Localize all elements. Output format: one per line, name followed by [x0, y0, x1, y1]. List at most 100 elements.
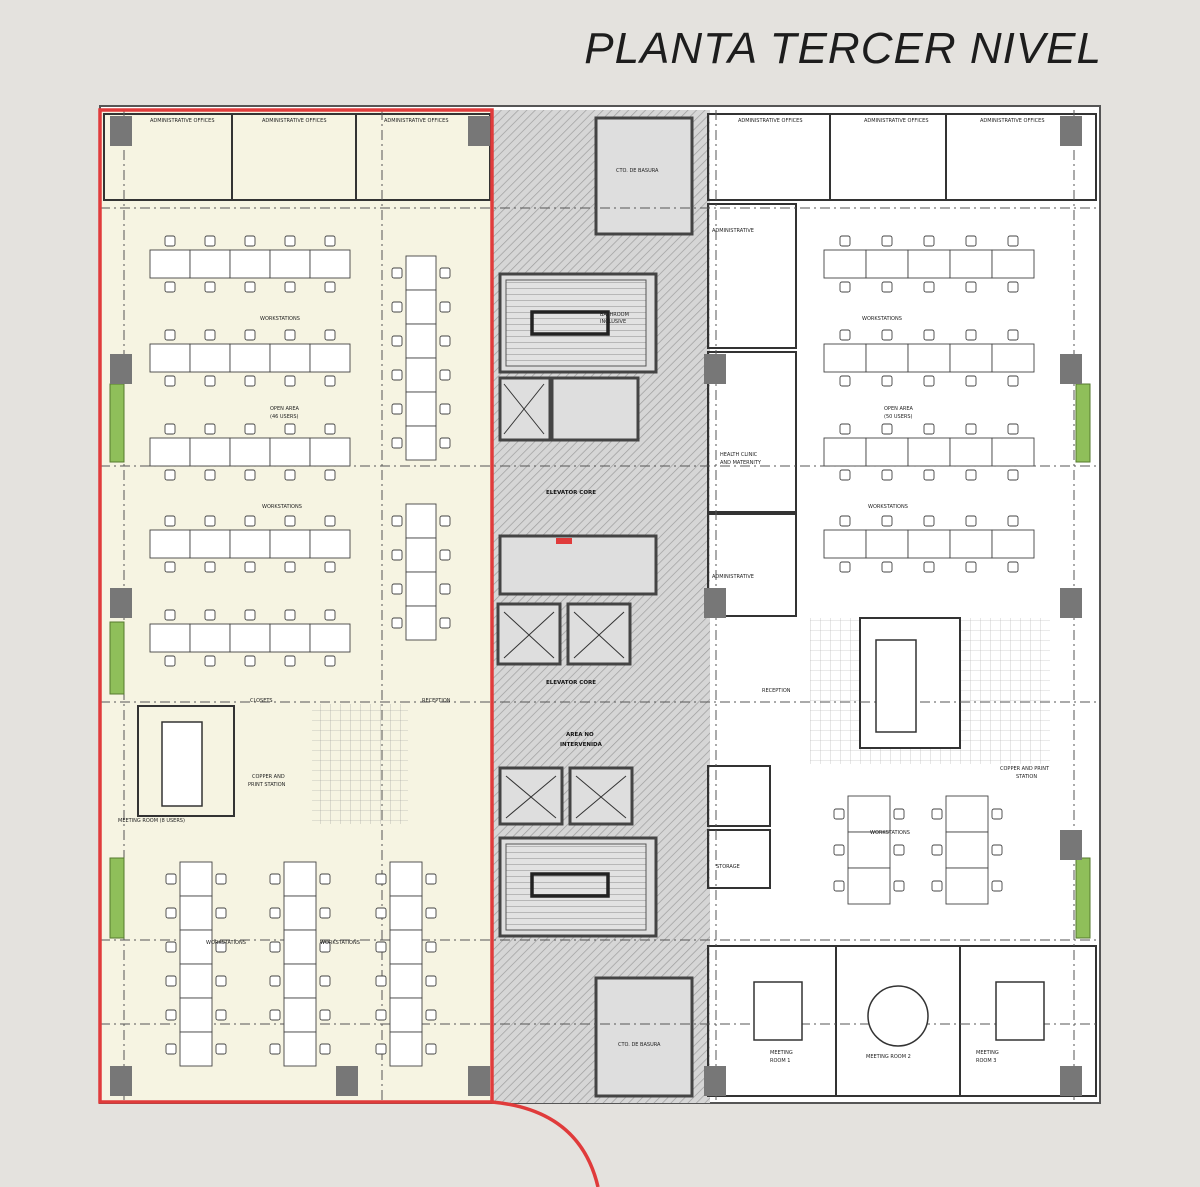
chair: [425, 907, 437, 919]
chair: [244, 561, 256, 573]
chair: [215, 907, 227, 919]
chair: [204, 609, 216, 621]
column: [110, 354, 132, 384]
svg-text:MEETING ROOM 2: MEETING ROOM 2: [866, 1054, 911, 1060]
page-title: PLANTA TERCER NIVEL: [584, 24, 1102, 73]
svg-text:WORKSTATIONS: WORKSTATIONS: [206, 940, 246, 946]
svg-text:STORAGE: STORAGE: [716, 864, 740, 870]
desk: [991, 343, 1035, 373]
svg-text:INCLUSIVE: INCLUSIVE: [600, 319, 626, 325]
chair: [165, 1043, 177, 1055]
chair: [839, 515, 851, 527]
svg-text:COPPER AND PRINT: COPPER AND PRINT: [1000, 766, 1050, 772]
desk: [405, 289, 437, 325]
desk: [189, 343, 231, 373]
chair: [425, 873, 437, 885]
desk: [865, 249, 909, 279]
chair: [923, 469, 935, 481]
desk: [847, 795, 891, 833]
svg-text:CTO. DE BASURA: CTO. DE BASURA: [616, 168, 659, 174]
desk: [991, 437, 1035, 467]
workstation-desks: [149, 235, 1035, 1067]
desk: [309, 437, 351, 467]
chair: [164, 281, 176, 293]
svg-text:RECEPTION: RECEPTION: [422, 698, 451, 704]
column: [704, 354, 726, 384]
desk: [823, 437, 867, 467]
chair: [881, 515, 893, 527]
chair: [204, 655, 216, 667]
chair: [269, 873, 281, 885]
desk: [945, 867, 989, 905]
chair: [1007, 329, 1019, 341]
chair: [324, 375, 336, 387]
desk: [405, 255, 437, 291]
svg-text:STATION: STATION: [1016, 774, 1037, 780]
svg-text:BATHROOM: BATHROOM: [600, 312, 629, 318]
column: [110, 588, 132, 618]
column: [1060, 1066, 1082, 1096]
column: [704, 1066, 726, 1096]
chair: [244, 609, 256, 621]
desk: [907, 529, 951, 559]
svg-text:RECEPTION: RECEPTION: [762, 688, 791, 694]
chair: [965, 235, 977, 247]
chair: [375, 975, 387, 987]
svg-text:ADMINISTRATIVE OFFICES: ADMINISTRATIVE OFFICES: [150, 118, 215, 124]
column: [110, 116, 132, 146]
chair: [165, 941, 177, 953]
svg-text:OPEN AREA: OPEN AREA: [884, 406, 913, 412]
desk: [189, 249, 231, 279]
chair: [164, 609, 176, 621]
chair: [881, 375, 893, 387]
chair: [425, 1009, 437, 1021]
desk: [823, 343, 867, 373]
chair: [839, 281, 851, 293]
chair: [324, 655, 336, 667]
desk: [269, 437, 311, 467]
desk: [179, 997, 213, 1033]
chair: [165, 975, 177, 987]
core-shafts: [530, 310, 610, 898]
chair: [391, 437, 403, 449]
chair: [284, 469, 296, 481]
chair: [204, 281, 216, 293]
chair: [833, 880, 845, 892]
desk: [269, 343, 311, 373]
desk: [949, 249, 993, 279]
desk: [309, 249, 351, 279]
desk: [907, 437, 951, 467]
chair: [1007, 281, 1019, 293]
chair: [204, 423, 216, 435]
desk: [389, 997, 423, 1033]
chair: [923, 375, 935, 387]
chair: [204, 329, 216, 341]
svg-text:WORKSTATIONS: WORKSTATIONS: [260, 316, 300, 322]
desk: [865, 529, 909, 559]
column: [1060, 588, 1082, 618]
svg-text:ADMINISTRATIVE: ADMINISTRATIVE: [712, 228, 754, 234]
chair: [269, 1043, 281, 1055]
column: [704, 588, 726, 618]
chair: [991, 880, 1003, 892]
desk: [945, 795, 989, 833]
desk: [179, 861, 213, 897]
chair: [319, 1043, 331, 1055]
desk: [309, 343, 351, 373]
desk: [949, 343, 993, 373]
svg-text:ROOM 1: ROOM 1: [770, 1058, 790, 1064]
svg-text:INTERVENIDA: INTERVENIDA: [560, 742, 603, 748]
column: [336, 1066, 358, 1096]
chair: [375, 873, 387, 885]
chair: [284, 561, 296, 573]
chair: [375, 1009, 387, 1021]
elevator-cabs: [503, 383, 627, 819]
chair: [204, 515, 216, 527]
desk: [405, 503, 437, 539]
chair: [324, 609, 336, 621]
chair: [284, 515, 296, 527]
chair: [931, 880, 943, 892]
chair: [269, 941, 281, 953]
chair: [319, 1009, 331, 1021]
svg-text:WORKSTATIONS: WORKSTATIONS: [868, 504, 908, 510]
